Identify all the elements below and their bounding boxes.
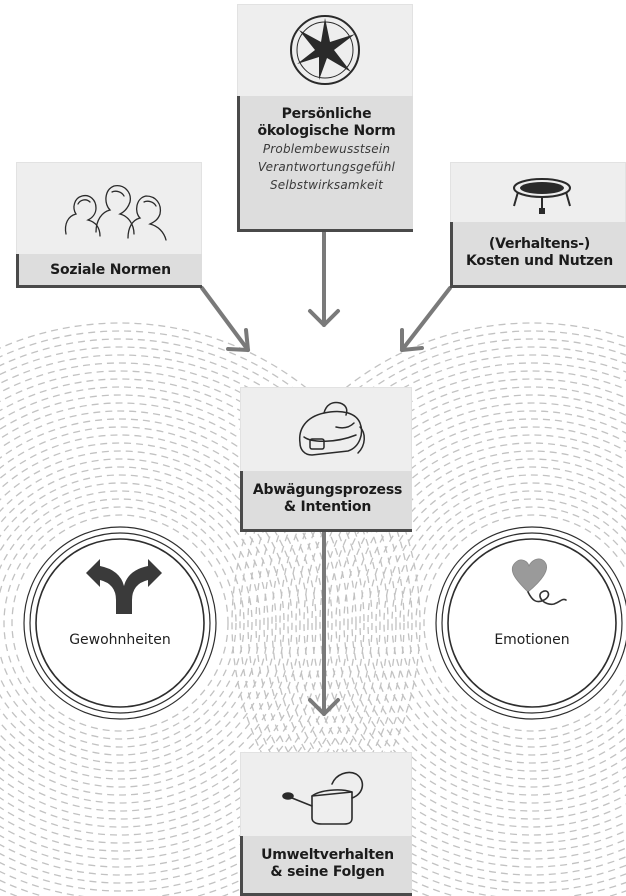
node-weighing-process-label: Abwägungsprozess & Intention xyxy=(240,471,412,532)
dashed-ring xyxy=(351,442,626,804)
emotions-label: Emotionen xyxy=(494,632,570,648)
node-social-norms-label: Soziale Normen xyxy=(16,254,202,288)
personal-norm-sub-awareness: Problembewusstsein xyxy=(262,142,391,156)
emotions-circle xyxy=(435,526,626,720)
dashed-ring xyxy=(0,410,333,836)
dashed-ring xyxy=(319,410,626,836)
dashed-ring xyxy=(0,498,245,748)
backpack-icon xyxy=(240,387,412,475)
dashed-ring xyxy=(271,362,626,884)
dashed-ring xyxy=(327,418,626,828)
dashed-ring xyxy=(343,434,626,812)
habits-circle xyxy=(23,526,217,720)
dashed-ring xyxy=(0,370,373,876)
dashed-ring xyxy=(0,482,261,764)
costs-benefits-title-line1: (Verhaltens-) xyxy=(488,236,591,252)
node-costs-benefits-label: (Verhaltens-) Kosten und Nutzen xyxy=(450,222,626,288)
dashed-ring xyxy=(0,450,293,796)
weighing-title-line2: & Intention xyxy=(283,499,372,515)
habits-label: Gewohnheiten xyxy=(69,632,171,648)
node-environmental-behavior: Umweltverhalten & seine Folgen xyxy=(240,752,412,896)
dashed-ring xyxy=(0,330,413,896)
dashed-ring xyxy=(0,434,309,812)
arrow-head-behavior xyxy=(308,698,340,716)
personal-norm-sub-responsibility: Verantwortungsgefühl xyxy=(257,160,396,174)
dashed-ring xyxy=(11,514,229,732)
personal-norm-sub-efficacy: Selbstwirksamkeit xyxy=(269,178,383,192)
dashed-ring xyxy=(407,498,626,748)
arrow-social-to-process xyxy=(200,286,250,352)
watering-can-icon xyxy=(240,752,412,840)
behavior-title-line2: & seine Folgen xyxy=(270,864,385,880)
trampoline-icon xyxy=(450,162,626,226)
dashed-ring xyxy=(423,514,626,732)
dashed-ring xyxy=(0,354,389,892)
dashed-ring xyxy=(3,506,237,740)
dashed-ring xyxy=(303,394,626,852)
personal-norm-title-line2: ökologische Norm xyxy=(257,123,396,139)
dashed-ring xyxy=(0,442,301,804)
node-environmental-behavior-label: Umweltverhalten & seine Folgen xyxy=(240,836,412,896)
dashed-ring xyxy=(0,458,285,788)
node-social-norms: Soziale Normen xyxy=(16,162,202,288)
arrow-head-cost xyxy=(400,328,424,352)
dashed-ring xyxy=(0,394,349,852)
dashed-ring xyxy=(0,466,277,780)
dashed-ring xyxy=(367,458,626,788)
social-norms-title: Soziale Normen xyxy=(50,262,171,278)
dashed-ring xyxy=(0,386,357,860)
dashed-ring xyxy=(0,402,341,844)
emotions-dashed-rings xyxy=(231,322,626,896)
dashed-ring xyxy=(415,506,626,740)
dashed-ring xyxy=(311,402,626,844)
dashed-ring xyxy=(0,338,405,896)
dashed-ring xyxy=(0,346,397,896)
costs-benefits-title-line2: Kosten und Nutzen xyxy=(466,253,613,269)
node-personal-norm-label: Persönliche ökologische Norm Problembewu… xyxy=(237,96,413,232)
personal-norm-title-line1: Persönliche xyxy=(281,106,372,122)
dashed-ring xyxy=(0,322,421,896)
arrow-cost-to-process xyxy=(400,286,452,352)
dashed-ring xyxy=(239,330,626,896)
dashed-ring xyxy=(0,378,365,868)
dashed-ring xyxy=(0,490,253,756)
arrow-head-norm xyxy=(308,309,340,327)
dashed-ring xyxy=(383,474,626,772)
dashed-ring xyxy=(0,426,317,820)
dashed-ring xyxy=(375,466,626,780)
people-icon xyxy=(16,162,202,258)
dashed-ring xyxy=(0,474,269,772)
dashed-ring xyxy=(247,338,626,896)
node-weighing-process: Abwägungsprozess & Intention xyxy=(240,387,412,532)
dashed-ring xyxy=(399,490,626,756)
dashed-ring xyxy=(391,482,626,764)
arrow-head-social xyxy=(226,328,250,352)
dashed-ring xyxy=(231,322,626,896)
dashed-ring xyxy=(359,450,626,796)
dashed-ring xyxy=(263,354,626,892)
dashed-ring xyxy=(0,362,381,884)
heart-balloon-icon xyxy=(511,558,567,606)
behavior-title-line1: Umweltverhalten xyxy=(261,847,394,863)
weighing-title-line1: Abwägungsprozess xyxy=(252,482,403,498)
dashed-ring xyxy=(255,346,626,896)
node-costs-benefits: (Verhaltens-) Kosten und Nutzen xyxy=(450,162,626,288)
flow-arrows xyxy=(200,230,452,716)
node-personal-norm: Persönliche ökologische Norm Problembewu… xyxy=(237,4,413,232)
dashed-ring xyxy=(335,426,626,820)
compass-icon xyxy=(237,4,413,100)
fork-arrow-icon xyxy=(86,559,162,614)
